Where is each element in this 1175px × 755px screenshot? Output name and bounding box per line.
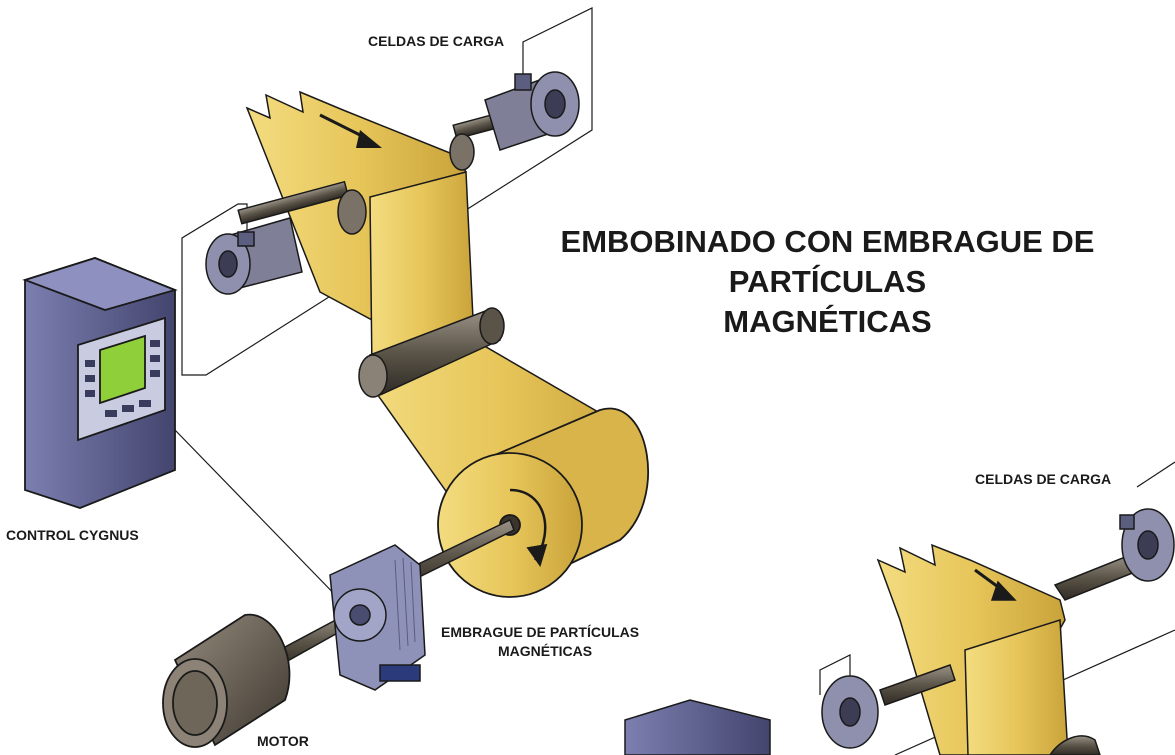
secondary-system — [624, 461, 1175, 755]
motor — [162, 613, 291, 748]
label-load-cells-top: CELDAS DE CARGA — [368, 33, 505, 49]
label-control-cygnus: CONTROL CYGNUS — [6, 527, 139, 543]
idler-roller — [358, 307, 505, 398]
label-brake-line-2: MAGNÉTICAS — [498, 643, 593, 659]
callout-lines-top — [174, 7, 593, 606]
label-load-cells-bottom: CELDAS DE CARGA — [975, 471, 1112, 487]
load-cell-top-left — [205, 217, 303, 295]
title-line-2: MAGNÉTICAS — [723, 304, 932, 339]
web-direction-arrow — [319, 113, 382, 148]
title-line-1: EMBOBINADO CON EMBRAGUE DE PARTÍCULAS — [560, 224, 1095, 299]
control-cabinet — [22, 257, 178, 509]
diagram-title: EMBOBINADO CON EMBRAGUE DE PARTÍCULAS MA… — [480, 222, 1175, 342]
load-cell-top-right — [484, 71, 580, 151]
wound-roll — [437, 407, 649, 598]
label-brake-line-1: EMBRAGUE DE PARTÍCULAS — [441, 624, 640, 640]
label-motor: MOTOR — [257, 733, 309, 749]
magnetic-particle-brake — [329, 544, 426, 691]
